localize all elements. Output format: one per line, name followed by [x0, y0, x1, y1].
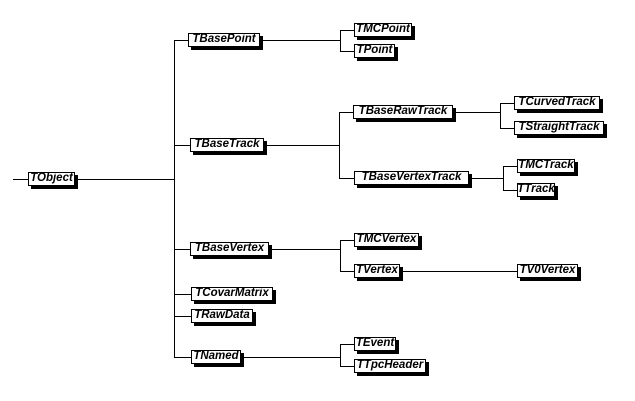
- class-node-tbasetrack[interactable]: TBaseTrack: [190, 138, 264, 152]
- connector-line: [267, 145, 339, 146]
- class-node-tv0vertex[interactable]: TV0Vertex: [517, 264, 578, 278]
- connector-line: [340, 240, 354, 241]
- class-node-tbaserawtrack[interactable]: TBaseRawTrack: [353, 105, 453, 119]
- connector-line: [78, 179, 174, 180]
- connector-line: [503, 190, 517, 191]
- connector-line: [500, 128, 514, 129]
- connector-line: [340, 240, 341, 271]
- connector-line: [403, 271, 503, 272]
- connector-line: [174, 40, 188, 41]
- connector-line: [340, 30, 354, 31]
- connector-line: [174, 145, 190, 146]
- connector-line: [339, 178, 354, 179]
- class-node-ttpcheader[interactable]: TTpcHeader: [354, 359, 426, 373]
- class-node-ttrack[interactable]: TTrack: [517, 183, 555, 197]
- class-node-trawdata[interactable]: TRawData: [191, 309, 253, 323]
- class-node-tobject[interactable]: TObject: [28, 172, 75, 186]
- class-node-tbasevertextrack[interactable]: TBaseVertexTrack: [354, 171, 469, 185]
- connector-line: [456, 112, 500, 113]
- connector-line: [500, 103, 501, 128]
- connector-line: [503, 271, 517, 272]
- connector-line: [263, 40, 340, 41]
- class-node-tcurvedtrack[interactable]: TCurvedTrack: [514, 96, 600, 110]
- class-node-tnamed[interactable]: TNamed: [191, 350, 241, 364]
- connector-line: [272, 249, 340, 250]
- class-node-tmcvertex[interactable]: TMCVertex: [354, 233, 419, 247]
- class-node-tcovarmatrix[interactable]: TCovarMatrix: [191, 287, 273, 301]
- connector-line: [174, 357, 191, 358]
- connector-line: [174, 316, 191, 317]
- connector-line: [340, 344, 354, 345]
- class-node-tmcpoint[interactable]: TMCPoint: [354, 23, 412, 37]
- class-node-tevent[interactable]: TEvent: [354, 337, 396, 351]
- connector-line: [340, 271, 354, 272]
- connector-line: [339, 112, 340, 178]
- connector-line: [503, 166, 504, 190]
- connector-line: [500, 103, 514, 104]
- connector-line: [174, 294, 191, 295]
- class-node-tbasepoint[interactable]: TBasePoint: [188, 33, 260, 47]
- connector-line: [340, 51, 354, 52]
- connector-line: [174, 249, 190, 250]
- connector-line: [174, 40, 175, 357]
- connector-line: [339, 112, 353, 113]
- class-node-tbasevertex[interactable]: TBaseVertex: [190, 242, 269, 256]
- connector-line: [340, 344, 341, 366]
- class-node-tpoint[interactable]: TPoint: [354, 44, 395, 58]
- connector-line: [340, 30, 341, 51]
- connector-line: [340, 366, 354, 367]
- connector-line: [244, 357, 340, 358]
- connector-line: [13, 179, 28, 180]
- class-node-tvertex[interactable]: TVertex: [354, 264, 400, 278]
- class-node-tmctrack[interactable]: TMCTrack: [517, 159, 575, 173]
- class-node-tstraighttrack[interactable]: TStraightTrack: [514, 121, 604, 135]
- connector-line: [503, 166, 517, 167]
- connector-line: [472, 178, 503, 179]
